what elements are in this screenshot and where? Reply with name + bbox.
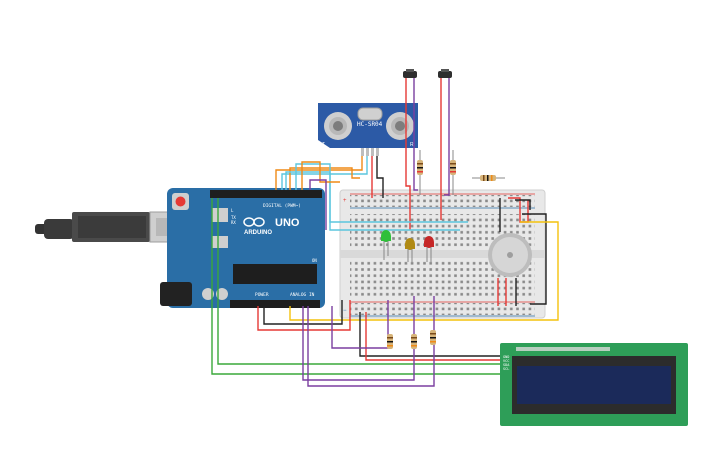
lcd-screen: [517, 366, 671, 404]
tx-label: TX: [231, 215, 236, 220]
lcd-pin-vcc: VCC: [503, 359, 509, 363]
analog-header-label: ANALOG IN: [290, 292, 315, 298]
lcd-display[interactable]: GND VCC SDA SCL: [500, 343, 688, 426]
resistor-top-horizontal: [472, 175, 505, 181]
usb-cable: [35, 211, 185, 243]
on-label: ON: [312, 258, 317, 263]
pushbutton-left[interactable]: [403, 69, 417, 78]
ultrasonic-sensor[interactable]: HC-SR04 T R: [318, 103, 418, 156]
resistor-led-yellow: [411, 334, 417, 349]
power-jack: [160, 282, 192, 306]
arduino-uno-board[interactable]: DIGITAL (PWM~) POWER ANALOG IN TX RX L O…: [160, 188, 325, 308]
lcd-pin-gnd: GND: [503, 355, 509, 359]
rx-label: RX: [231, 220, 236, 225]
buzzer-icon[interactable]: [488, 233, 532, 277]
sensor-t-mark: T: [322, 142, 325, 148]
arduino-brand: ARDUINO: [244, 230, 272, 236]
rail-plus-mark: +: [343, 198, 347, 204]
power-analog-header[interactable]: [230, 300, 320, 308]
resistor-led-red: [430, 330, 436, 345]
led-red[interactable]: [424, 236, 434, 262]
resistor-button-right: [450, 150, 456, 195]
arduino-model: UNO: [275, 217, 300, 229]
power-header-label: POWER: [255, 292, 269, 298]
digital-wires: [285, 161, 468, 230]
arduino-logo-icon: [243, 217, 265, 227]
digital-header[interactable]: [210, 190, 322, 198]
led-yellow[interactable]: [405, 238, 415, 262]
sensor-r-mark: R: [410, 142, 414, 148]
sensor-model-label: HC-SR04: [357, 121, 383, 128]
atmega-chip: [233, 264, 317, 284]
reset-button[interactable]: [175, 196, 186, 207]
digital-header-label: DIGITAL (PWM~): [263, 203, 301, 209]
resistor-led-green: [387, 334, 393, 349]
resistor-button-left: [417, 150, 423, 195]
pushbutton-wires: [405, 78, 450, 230]
pushbutton-right[interactable]: [438, 69, 452, 78]
l-label: L: [231, 208, 234, 213]
lcd-pin-sda: SDA: [503, 363, 510, 367]
breadboard-right-wires: [289, 197, 559, 321]
lcd-pin-scl: SCL: [503, 367, 509, 371]
led-green[interactable]: [381, 230, 391, 260]
rail-minus-mark: −: [343, 308, 347, 314]
